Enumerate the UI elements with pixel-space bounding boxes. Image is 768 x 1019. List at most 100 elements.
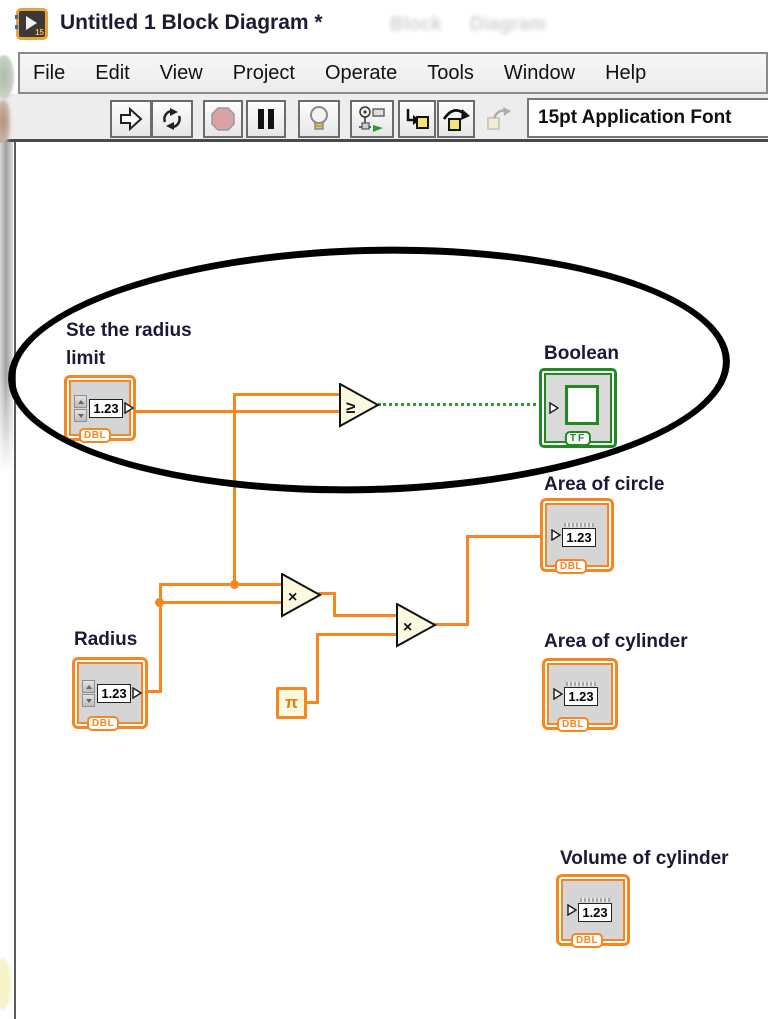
- greater-or-equal-node[interactable]: ≥: [339, 382, 381, 433]
- multiply-node-2[interactable]: ×: [396, 602, 438, 653]
- faded-watermark-text: Diagram: [470, 14, 547, 35]
- background-remnant: [0, 958, 11, 1010]
- numeric-control-radius[interactable]: 1.23 DBL: [72, 657, 148, 731]
- menu-edit[interactable]: Edit: [95, 61, 130, 84]
- wire-radius-limit-to-ge[interactable]: [134, 410, 342, 413]
- numeric-value: 1.23: [564, 687, 598, 706]
- window-title: Untitled 1 Block Diagram *: [60, 11, 323, 34]
- menu-file[interactable]: File: [33, 61, 66, 84]
- run-button[interactable]: [110, 100, 152, 138]
- hand-drawn-ellipse-annotation: [4, 237, 734, 503]
- output-terminal-icon: [132, 687, 142, 699]
- background-remnant: [0, 142, 13, 472]
- wire-to-area-of-circle[interactable]: [466, 535, 541, 538]
- increment-button[interactable]: [74, 394, 87, 408]
- menu-project[interactable]: Project: [232, 61, 295, 84]
- run-arrow-glyph: [26, 16, 37, 30]
- wire-radius-to-multiply1-bottom[interactable]: [159, 601, 283, 604]
- numeric-value: 1.23: [562, 528, 596, 547]
- title-bar: 15 Untitled 1 Block Diagram * Block Diag…: [0, 0, 768, 50]
- wire-multiply1-output[interactable]: [333, 592, 336, 617]
- diagram-left-border: [14, 142, 16, 1019]
- multiply-symbol: ×: [288, 589, 298, 606]
- input-terminal-icon: [551, 529, 561, 541]
- highlight-execution-icon: [310, 106, 328, 130]
- wire-to-area-of-circle[interactable]: [466, 535, 469, 626]
- numeric-value[interactable]: 1.23: [97, 683, 131, 703]
- dbl-type-label: DBL: [555, 559, 588, 574]
- menu-window[interactable]: Window: [503, 61, 576, 84]
- labview-app-icon: 15: [15, 8, 48, 40]
- numeric-value[interactable]: 1.23: [89, 398, 123, 418]
- faded-watermark-text: Block: [390, 14, 442, 35]
- step-into-button[interactable]: [398, 100, 436, 138]
- wire-multiply2-output[interactable]: [433, 623, 469, 626]
- step-out-icon: [487, 107, 511, 130]
- increment-button[interactable]: [82, 679, 95, 693]
- radius-label[interactable]: Radius: [74, 629, 138, 650]
- highlight-execution-button[interactable]: [298, 100, 340, 138]
- step-over-button[interactable]: [437, 100, 475, 138]
- background-remnant: [0, 55, 14, 99]
- wire-ge-to-boolean[interactable]: [378, 403, 542, 406]
- volume-of-cylinder-label[interactable]: Volume of cylinder: [560, 848, 729, 869]
- boolean-indicator[interactable]: TF: [539, 368, 617, 448]
- dbl-type-label: DBL: [87, 716, 120, 731]
- area-of-circle-label[interactable]: Area of circle: [544, 474, 665, 495]
- function-triangle: [281, 572, 323, 618]
- wire-pi-vertical[interactable]: [316, 633, 319, 704]
- abort-button[interactable]: [203, 100, 243, 138]
- wire-to-ge-top-input[interactable]: [233, 393, 340, 396]
- toolbar: 15pt Application Font: [0, 94, 768, 142]
- wire-radius-output[interactable]: [146, 690, 162, 693]
- multiply-symbol: ×: [403, 619, 413, 636]
- increment-decrement-buttons: [74, 394, 87, 422]
- wire-radius-vertical[interactable]: [233, 393, 236, 586]
- abort-icon: [211, 107, 235, 131]
- wire-radius-to-multiply1-top[interactable]: [159, 583, 283, 586]
- pi-constant[interactable]: π: [276, 687, 307, 719]
- wire-junction-dot: [230, 580, 239, 589]
- dbl-type-label: DBL: [557, 717, 590, 732]
- area-of-cylinder-label[interactable]: Area of cylinder: [544, 631, 688, 652]
- decrement-button[interactable]: [74, 408, 87, 422]
- menu-help[interactable]: Help: [605, 61, 647, 84]
- retain-wire-values-icon: [359, 106, 385, 132]
- menu-bar: File Edit View Project Operate Tools Win…: [18, 52, 768, 94]
- run-icon: [120, 106, 143, 132]
- output-terminal-icon: [124, 402, 134, 414]
- step-out-button[interactable]: [482, 100, 516, 138]
- boolean-label[interactable]: Boolean: [544, 343, 619, 364]
- numeric-indicator-volume-of-cylinder[interactable]: 1.23 DBL: [556, 874, 630, 948]
- menu-view[interactable]: View: [159, 61, 203, 84]
- numeric-value: 1.23: [578, 903, 612, 922]
- radius-limit-label[interactable]: Ste the radius limit: [66, 320, 192, 369]
- numeric-indicator-area-of-circle[interactable]: 1.23 DBL: [540, 498, 614, 574]
- menu-tools[interactable]: Tools: [427, 61, 474, 84]
- wire-pi-to-multiply2-bottom[interactable]: [316, 633, 397, 636]
- pause-icon: [258, 109, 274, 129]
- menu-operate[interactable]: Operate: [324, 61, 398, 84]
- dbl-type-label: DBL: [79, 428, 112, 443]
- boolean-button-face: [565, 385, 599, 425]
- dbl-type-label: DBL: [571, 933, 604, 948]
- pause-button[interactable]: [246, 100, 286, 138]
- wire-pi-output[interactable]: [305, 701, 319, 704]
- run-continuously-icon: [163, 108, 181, 130]
- wire-radius-branch-vertical[interactable]: [159, 583, 162, 693]
- run-continuously-button[interactable]: [151, 100, 193, 138]
- wire-multiply1-output[interactable]: [318, 592, 336, 595]
- retain-wire-values-button[interactable]: [350, 100, 394, 138]
- decrement-button[interactable]: [82, 693, 95, 707]
- ge-symbol: ≥: [346, 398, 356, 417]
- numeric-control-radius-limit[interactable]: 1.23 DBL: [64, 375, 136, 443]
- multiply-node-1[interactable]: ×: [281, 572, 323, 623]
- numeric-indicator-area-of-cylinder[interactable]: 1.23 DBL: [542, 658, 618, 732]
- background-remnant: [0, 100, 10, 144]
- font-selector[interactable]: 15pt Application Font: [527, 98, 768, 138]
- wire-to-multiply2-top[interactable]: [333, 614, 397, 617]
- function-triangle: [396, 602, 438, 648]
- tf-type-label: TF: [564, 431, 592, 446]
- input-terminal-icon: [567, 904, 577, 916]
